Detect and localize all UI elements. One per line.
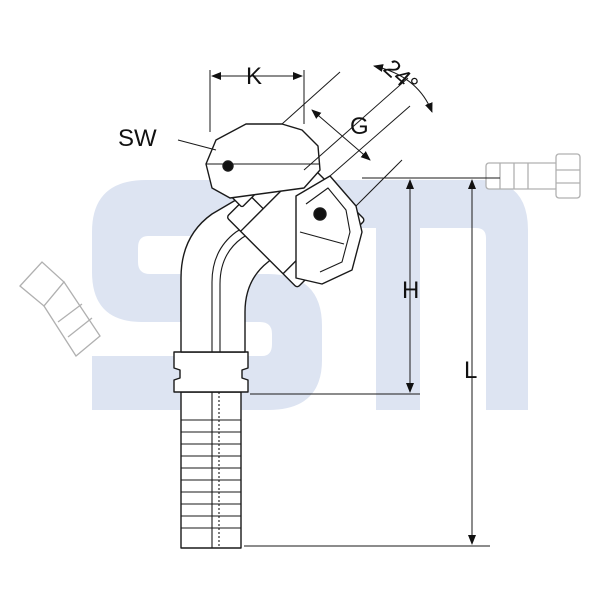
label-g: G: [350, 113, 369, 140]
cone-inner: [305, 187, 351, 273]
watermark-letter-t: [330, 180, 528, 410]
dimension-g: [311, 109, 371, 161]
angled-hose-icon: [19, 261, 101, 357]
nut-face: [205, 123, 321, 199]
label-l: L: [464, 357, 477, 384]
seal-cone: [295, 175, 363, 285]
angle-arc: [373, 64, 433, 113]
straight-hose-icon: [485, 153, 581, 199]
collar: [173, 351, 249, 393]
sw-leader: [177, 139, 217, 151]
o-ring: [313, 207, 327, 221]
label-angle: 24°: [378, 54, 423, 98]
nut-dot: [222, 160, 234, 172]
hose-tail: [180, 391, 242, 549]
fitting-outline: [173, 123, 365, 549]
label-sw: SW: [118, 125, 157, 152]
label-k: K: [246, 63, 262, 90]
label-h: H: [402, 277, 419, 304]
dimension-lines: [177, 64, 500, 547]
